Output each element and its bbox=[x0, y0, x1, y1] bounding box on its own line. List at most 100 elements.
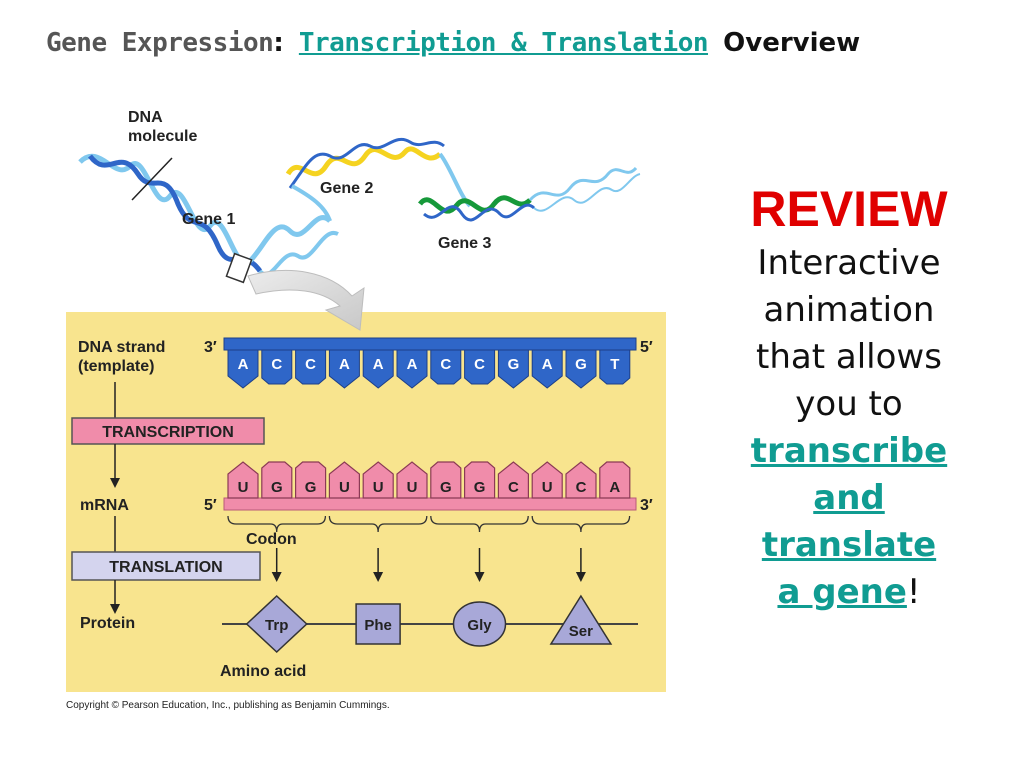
a-gene-link[interactable]: a gene bbox=[777, 572, 907, 612]
zoom-arrow bbox=[247, 270, 365, 331]
dna-base-4: A bbox=[362, 349, 394, 389]
svg-text:T: T bbox=[610, 356, 619, 373]
protein-label: Protein bbox=[80, 615, 135, 632]
amino-acid-trp: Trp bbox=[245, 548, 308, 654]
mrna-base-6: G bbox=[430, 461, 462, 499]
svg-text:Ser: Ser bbox=[569, 623, 593, 640]
mrna-base-4: U bbox=[362, 461, 394, 499]
title-transcription-translation-link[interactable]: Transcription & Translation bbox=[298, 28, 709, 58]
dna-base-7: C bbox=[464, 349, 496, 385]
amino-acid-gly: Gly bbox=[452, 548, 507, 647]
gene-3-label: Gene 3 bbox=[438, 235, 491, 252]
svg-text:A: A bbox=[609, 479, 620, 496]
translate-link[interactable]: translate bbox=[761, 525, 937, 565]
slide-title: Gene Expression: Transcription & Transla… bbox=[46, 28, 860, 58]
svg-text:C: C bbox=[305, 356, 316, 373]
codon-brace-0 bbox=[227, 515, 327, 533]
codon-brace-2 bbox=[430, 515, 529, 533]
svg-text:A: A bbox=[373, 356, 384, 373]
svg-text:C: C bbox=[440, 356, 451, 373]
svg-text:G: G bbox=[440, 479, 452, 496]
svg-text:Trp: Trp bbox=[265, 617, 288, 634]
mrna-base-3: U bbox=[328, 461, 360, 499]
dna-base-1: C bbox=[261, 349, 293, 385]
translation-label: TRANSLATION bbox=[109, 559, 222, 576]
mrna-label: mRNA bbox=[80, 497, 129, 514]
prime-5-top: 5′ bbox=[640, 339, 653, 356]
exclamation: ! bbox=[906, 572, 921, 612]
and-link[interactable]: and bbox=[813, 478, 885, 518]
svg-text:A: A bbox=[339, 356, 350, 373]
review-panel: REVIEW Interactive animation that allows… bbox=[724, 178, 974, 616]
dna-molecule-label-1: DNA bbox=[128, 109, 163, 126]
mrna-base-10: C bbox=[565, 461, 597, 499]
svg-text:U: U bbox=[373, 479, 384, 496]
mrna-base-11: A bbox=[599, 461, 631, 499]
codon-brace-3 bbox=[531, 515, 631, 533]
dna-base-10: G bbox=[565, 349, 597, 389]
gene-link-line: a gene! bbox=[724, 569, 974, 616]
dna-backbone bbox=[223, 337, 637, 351]
svg-text:A: A bbox=[542, 356, 553, 373]
svg-text:G: G bbox=[305, 479, 317, 496]
mrna-backbone bbox=[223, 497, 637, 511]
codon-label: Codon bbox=[246, 531, 297, 548]
dna-molecule bbox=[78, 138, 641, 284]
svg-text:U: U bbox=[238, 479, 249, 496]
review-line-3: that allows bbox=[756, 337, 942, 377]
svg-text:U: U bbox=[542, 479, 553, 496]
amino-acid-phe: Phe bbox=[355, 548, 401, 645]
copyright-note: Copyright © Pearson Education, Inc., pub… bbox=[66, 700, 390, 711]
svg-text:U: U bbox=[339, 479, 350, 496]
svg-text:C: C bbox=[271, 356, 282, 373]
dna-base-0: A bbox=[227, 349, 259, 389]
svg-text:C: C bbox=[474, 356, 485, 373]
svg-text:G: G bbox=[271, 479, 283, 496]
dna-base-5: A bbox=[396, 349, 428, 389]
svg-text:U: U bbox=[407, 479, 418, 496]
amino-acid-ser: Ser bbox=[549, 548, 613, 645]
prime-3-bottom: 3′ bbox=[640, 497, 653, 514]
review-line-4: you to bbox=[795, 384, 903, 424]
gene-1-label: Gene 1 bbox=[182, 211, 235, 228]
title-colon: : bbox=[273, 28, 284, 58]
prime-5-bottom: 5′ bbox=[204, 497, 217, 514]
dna-base-9: A bbox=[531, 349, 563, 389]
dna-base-2: C bbox=[295, 349, 327, 385]
dna-strand-label-2: (template) bbox=[78, 358, 154, 375]
dna-base-3: A bbox=[328, 349, 360, 389]
gene-expression-diagram: DNA molecule Gene 1 Gene 2 Gene 3 DNA st… bbox=[66, 109, 666, 711]
svg-text:A: A bbox=[238, 356, 249, 373]
svg-text:G: G bbox=[575, 356, 587, 373]
svg-text:C: C bbox=[508, 479, 519, 496]
dna-molecule-label-2: molecule bbox=[128, 128, 197, 145]
review-heading: REVIEW bbox=[750, 181, 948, 237]
dna-base-6: C bbox=[430, 349, 462, 385]
mrna-base-9: U bbox=[531, 461, 563, 499]
codon-braces bbox=[227, 515, 631, 533]
review-line-2: animation bbox=[763, 290, 935, 330]
title-gene-expression: Gene Expression bbox=[46, 28, 274, 58]
svg-text:G: G bbox=[508, 356, 520, 373]
svg-text:G: G bbox=[474, 479, 486, 496]
mrna-base-2: G bbox=[295, 461, 327, 499]
svg-text:Gly: Gly bbox=[467, 617, 492, 634]
mrna-base-1: G bbox=[261, 461, 293, 499]
prime-3-top: 3′ bbox=[204, 339, 217, 356]
dna-base-8: G bbox=[497, 349, 529, 389]
title-overview: Overview bbox=[723, 28, 861, 58]
svg-text:Phe: Phe bbox=[364, 617, 392, 634]
mrna-base-7: G bbox=[464, 461, 496, 499]
review-line-1: Interactive bbox=[757, 243, 941, 283]
review-body: Interactive animation that allows you to… bbox=[724, 240, 974, 616]
svg-text:A: A bbox=[407, 356, 418, 373]
translation-box bbox=[71, 551, 261, 581]
mrna-base-8: C bbox=[497, 461, 529, 499]
gene-2-label: Gene 2 bbox=[320, 180, 373, 197]
transcribe-link[interactable]: transcribe bbox=[750, 431, 948, 471]
mrna-base-5: U bbox=[396, 461, 428, 499]
dna-strand-label-1: DNA strand bbox=[78, 339, 165, 356]
codon-brace-1 bbox=[328, 515, 428, 533]
